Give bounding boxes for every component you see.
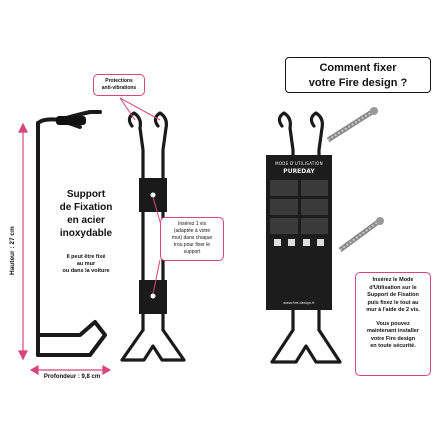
protections-line: Protections: [105, 78, 133, 84]
product-note-line: au mur: [76, 261, 96, 267]
manual-step-image: [270, 218, 298, 234]
product-name: Support de Fixation en acier inoxydable: [46, 188, 126, 240]
instructions-callout: Insérez le Mode d'Utilisation sur le Sup…: [355, 272, 431, 376]
screw-bottom: [338, 217, 384, 253]
manual-website: www.fire-design.fr: [283, 301, 315, 305]
child-icon: [302, 239, 310, 246]
user-manual-card: MODE D'UTILISATION PUREDAY www.fire-desi…: [266, 155, 332, 310]
manual-steps-grid: [270, 180, 328, 234]
screw-note-line: Insérez 1 vis: [177, 221, 207, 227]
manual-icons-row: [270, 239, 328, 246]
screw-note-callout: Insérez 1 vis (adaptée à votre mur) dans…: [160, 217, 224, 261]
bracket-installed: [270, 111, 342, 364]
warning-icon: [273, 239, 281, 246]
how-to-title: Comment fixer votre Fire design ?: [285, 57, 431, 93]
callout-pointers: [119, 97, 161, 295]
manual-step-image: [300, 180, 328, 196]
manual-header: MODE D'UTILISATION: [275, 161, 323, 166]
how-to-title-line: Comment fixer: [319, 62, 397, 74]
screw-top: [326, 107, 378, 143]
screw-hole-bottom: [150, 293, 156, 299]
manual-step-image: [270, 180, 298, 196]
height-label: Hauteur : 27 cm: [9, 226, 16, 275]
fire-icon: [288, 239, 296, 246]
depth-dimension-line: [29, 364, 112, 376]
product-name-line: de Fixation: [59, 202, 113, 213]
instructions-line: votre Fire design: [370, 335, 416, 342]
instructions-line: Insérez le Mode: [372, 277, 414, 283]
screw-note-line: trou pour fixer le: [173, 242, 211, 248]
product-note: Il peut être fixé au mur ou dans la voit…: [52, 254, 120, 275]
instructions-line: d'Utilisation sur le: [369, 284, 417, 291]
how-to-title-line: votre Fire design ?: [308, 77, 408, 89]
product-note-line: ou dans la voiture: [62, 268, 110, 274]
info-icon: [317, 239, 325, 246]
screw-hole-top: [150, 192, 156, 198]
screw-note-line: support: [183, 249, 201, 255]
screw-note-line: (adaptée à votre: [173, 228, 211, 234]
instructions-line: Vous pouvez: [376, 320, 410, 327]
manual-brand: PUREDAY: [283, 168, 315, 175]
protections-callout: Protections anti-vibrations: [93, 74, 145, 96]
anti-vibration-pad: [56, 116, 86, 125]
instructions-line: Support de Fixation: [367, 292, 419, 298]
manual-step-image: [300, 218, 328, 234]
depth-label: Profondeur : 9,8 cm: [43, 374, 101, 380]
protections-line: anti-vibrations: [101, 85, 137, 91]
instructions-line: puis fixez le tout au: [367, 299, 419, 306]
product-name-line: en acier: [67, 215, 105, 226]
product-note-line: Il peut être fixé: [66, 254, 106, 260]
instructions-line: en toute sécurité.: [370, 343, 416, 349]
instructions-line: mur à l'aide de 2 vis.: [366, 307, 420, 313]
product-name-line: inoxydable: [59, 228, 113, 239]
instructions-line: maintenant installer: [367, 328, 419, 334]
height-dimension-line: [18, 122, 28, 361]
screw-note-line: mur) dans chaque: [171, 235, 213, 241]
bracket-side-view: [36, 110, 107, 357]
manual-step-image: [300, 199, 328, 215]
manual-step-image: [270, 199, 298, 215]
product-name-line: Support: [66, 189, 106, 200]
